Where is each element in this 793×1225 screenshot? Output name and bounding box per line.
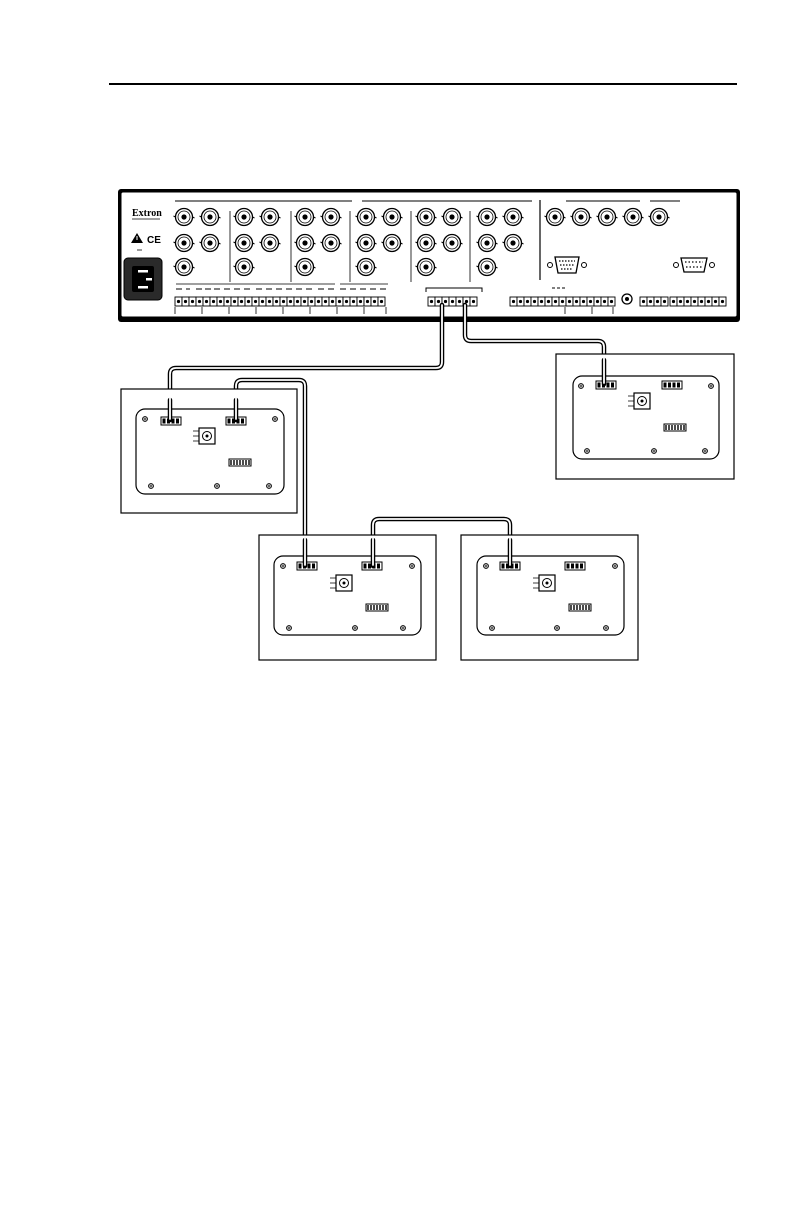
remote-panel-2: [556, 354, 734, 479]
switcher-rear-panel: Extron CE: [118, 189, 740, 322]
output-terminal-block: [662, 381, 682, 389]
dip-switch: [229, 459, 251, 466]
remote-panel-4: [461, 535, 638, 660]
remote-panel-1: [121, 389, 297, 513]
dip-switch: [664, 424, 686, 431]
output-terminal-block: [565, 562, 585, 570]
remote-panel-3: [259, 535, 436, 660]
dip-switch: [569, 604, 591, 611]
power-inlet: [124, 258, 162, 300]
ce-mark: CE: [147, 235, 161, 246]
brand-logo: Extron: [132, 208, 162, 219]
dip-switch: [366, 604, 388, 611]
